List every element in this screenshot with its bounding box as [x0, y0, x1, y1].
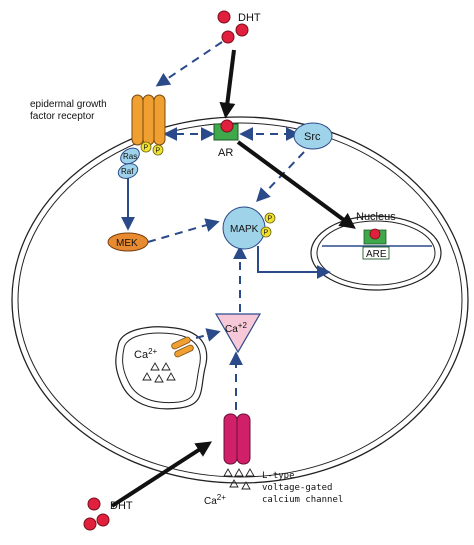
- egfr-subunit-left: [131, 94, 144, 146]
- solid-arrows: [121, 178, 331, 279]
- cell-membrane-inner: [17, 122, 463, 478]
- calcium-triangle-label: Ca+2: [225, 321, 247, 335]
- calcium-triangle: [214, 313, 262, 354]
- dht-molecule: [83, 517, 97, 531]
- nucleus-dht: [369, 228, 381, 240]
- egfr-label-line1: epidermal growth: [30, 99, 107, 110]
- dht-top-label: DHT: [238, 12, 261, 24]
- ltype-label-line1: L-type: [262, 471, 295, 481]
- are-box: [362, 246, 390, 260]
- egfr-phospho-left: [140, 141, 152, 153]
- arrow-store-to-ca: [195, 328, 221, 342]
- extracellular-calcium-ions: [223, 468, 255, 490]
- ca-bottom-label: Ca2+: [204, 493, 226, 507]
- dht-bottom-group: [83, 497, 110, 531]
- cell-membrane-outer: [11, 116, 469, 484]
- store-channel-right: [174, 344, 194, 358]
- egfr-phospho-right: [152, 144, 164, 156]
- calcium-store-ions: [142, 362, 176, 383]
- mapk-phospho-lower: [260, 226, 272, 238]
- egfr-subunit-right: [153, 94, 166, 146]
- ca-channel-right: [236, 413, 251, 465]
- dht-molecule: [96, 513, 110, 527]
- src-node: [293, 122, 333, 150]
- nucleus-label: Nucleus: [356, 211, 396, 223]
- raf-node: [117, 163, 139, 179]
- mapk-phospho-upper: [264, 212, 276, 224]
- ca-bottom-sup: 2+: [217, 493, 226, 502]
- ras-label: Ras: [123, 152, 137, 161]
- egfr-label-line2: factor receptor: [30, 111, 95, 122]
- mek-node: [107, 232, 149, 252]
- calcium-store-label: Ca2+: [134, 347, 158, 361]
- calcium-store-inner: [122, 332, 201, 404]
- are-label: ARE: [366, 249, 387, 260]
- arrow-ar-to-nucleus: [236, 140, 356, 229]
- calcium-triangle-sup: +2: [238, 321, 248, 330]
- dht-molecule: [235, 23, 249, 37]
- mek-label: MEK: [116, 238, 138, 249]
- dht-top-group: [217, 10, 249, 44]
- ar-bound-dht: [220, 119, 234, 133]
- calcium-store-outer: [115, 326, 208, 410]
- mapk-phospho-upper-label: P: [268, 216, 273, 223]
- bold-arrows: [110, 49, 356, 508]
- arrow-dht-to-channel: [110, 441, 213, 508]
- nucleus-inner: [316, 220, 436, 286]
- src-label: Src: [304, 131, 321, 143]
- mapk-phospho-lower-label: P: [264, 230, 269, 237]
- ca-channel-left: [223, 413, 238, 465]
- arrow-mapk-to-nucleus: [257, 246, 331, 279]
- ltype-label-line2: voltage-gated: [262, 483, 332, 493]
- arrow-dht-to-ar: [219, 49, 236, 119]
- ras-node: [120, 147, 140, 165]
- dht-bottom-label: DHT: [110, 500, 133, 512]
- calcium-store-sup: 2+: [148, 347, 157, 356]
- ar-label: AR: [218, 147, 233, 159]
- dht-molecule: [217, 10, 231, 24]
- egfr-subunit-mid: [142, 94, 155, 146]
- egfr-phospho-left-label: P: [144, 145, 149, 152]
- ltype-label-line3: calcium channel: [262, 495, 343, 505]
- egfr-phospho-right-label: P: [156, 148, 161, 155]
- store-channel-left: [171, 336, 191, 350]
- dht-molecule: [87, 497, 101, 511]
- arrow-dht-to-egfr: [155, 41, 223, 87]
- mapk-label: MAPK: [230, 224, 259, 235]
- arrow-mek-to-mapk: [147, 218, 220, 243]
- raf-label: Raf: [121, 167, 134, 176]
- dht-molecule: [221, 30, 235, 44]
